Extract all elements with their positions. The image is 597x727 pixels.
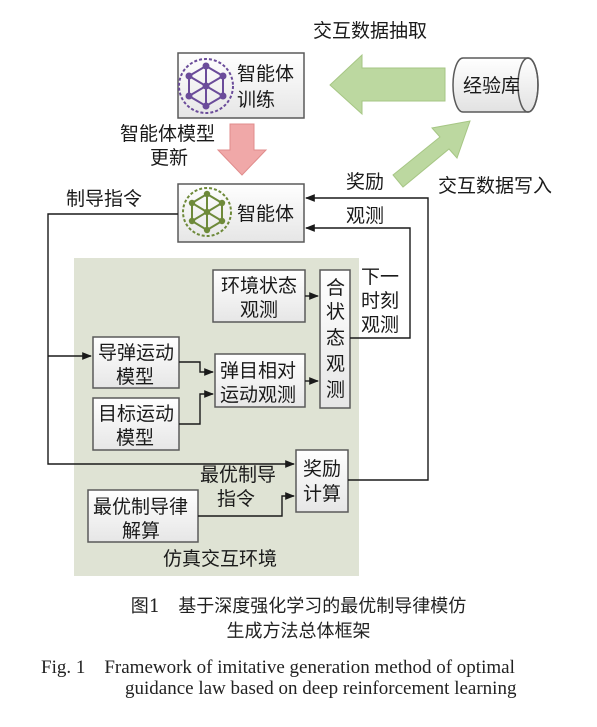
merged-obs-char-5: 测 (326, 379, 345, 401)
merged-obs-char-2: 状 (326, 301, 345, 323)
observation-label: 观测 (346, 205, 384, 227)
experience-pool-cylinder: 经验库 (452, 57, 539, 113)
next-time-obs-label-2: 时刻 (361, 290, 399, 312)
agent-box: 智能体 (177, 183, 305, 243)
model-update-label-2: 更新 (150, 147, 188, 169)
reward-label: 奖励 (346, 171, 384, 193)
reward-calc-label-1: 奖励 (303, 458, 341, 480)
target-motion-label-2: 模型 (116, 427, 154, 449)
reward-line (305, 194, 429, 481)
next-time-obs-label-1: 下一 (361, 266, 399, 288)
extract-arrow (329, 53, 446, 116)
merged-obs-char-4: 观 (326, 353, 345, 375)
network-icon-purple (178, 58, 234, 114)
env-state-obs-label-1: 环境状态 (221, 275, 297, 297)
missile-motion-label-2: 模型 (116, 366, 154, 388)
merged-obs-char-1: 合 (326, 277, 345, 299)
model-update-label-1: 智能体模型 (120, 123, 215, 145)
write-arrow (392, 120, 471, 188)
optimal-command-label-2: 指令 (217, 488, 255, 510)
merged-obs-char-3: 态 (326, 327, 345, 349)
reward-calc-label-2: 计算 (303, 483, 341, 505)
missile-motion-label-1: 导弹运动 (98, 342, 174, 364)
optimal-law-to-reward-line (198, 492, 295, 517)
guidance-command-line (47, 213, 295, 468)
target-motion-model-box: 目标运动 模型 (92, 397, 180, 451)
agent-training-box: 智能体 训练 (177, 52, 305, 119)
experience-pool-label: 经验库 (463, 75, 520, 97)
optimal-law-solve-box: 最优制导律 解算 (87, 489, 199, 543)
caption-zh-line-1: 图1 基于深度强化学习的最优制导律模仿 (130, 596, 467, 617)
reward-calc-box: 奖励 计算 (295, 449, 349, 513)
relative-motion-obs-box: 弹目相对 运动观测 (214, 353, 306, 408)
agent-training-label-2: 训练 (237, 89, 275, 111)
agent-label: 智能体 (237, 203, 294, 225)
relative-motion-label-1: 弹目相对 (220, 360, 296, 382)
optimal-law-label-1: 最优制导律 (93, 496, 188, 518)
caption-en-line-1: Fig. 1 Framework of imitative generation… (41, 657, 515, 678)
optimal-command-label-1: 最优制导 (200, 464, 276, 486)
missile-motion-model-box: 导弹运动 模型 (92, 336, 180, 389)
interaction-data-extract-label: 交互数据抽取 (313, 20, 427, 42)
connectors (47, 194, 429, 517)
env-state-obs-label-2: 观测 (240, 299, 278, 321)
merged-state-obs-box: 合 状 态 观 测 (319, 269, 351, 409)
interaction-data-write-label: 交互数据写入 (438, 175, 552, 197)
env-state-obs-box: 环境状态 观测 (212, 269, 306, 323)
agent-training-label-1: 智能体 (237, 63, 294, 85)
model-update-arrow (216, 123, 268, 176)
optimal-law-label-2: 解算 (122, 520, 160, 542)
missile-to-relative-line (179, 361, 214, 376)
sim-env-label: 仿真交互环境 (163, 548, 277, 570)
relative-motion-label-2: 运动观测 (220, 384, 296, 406)
target-to-relative-line (179, 390, 214, 425)
guidance-command-label: 制导指令 (66, 188, 142, 210)
target-motion-label-1: 目标运动 (98, 403, 174, 425)
next-time-obs-label-3: 观测 (361, 314, 399, 336)
framework-diagram: 仿真交互环境 交互数据抽取 经验库 智能体 训练 智能体模型 更新 (47, 20, 552, 576)
caption-en-line-2: guidance law based on deep reinforcement… (125, 678, 517, 699)
observation-line (305, 224, 411, 339)
network-icon-green (182, 187, 232, 237)
caption-zh-line-2: 生成方法总体框架 (226, 621, 371, 642)
